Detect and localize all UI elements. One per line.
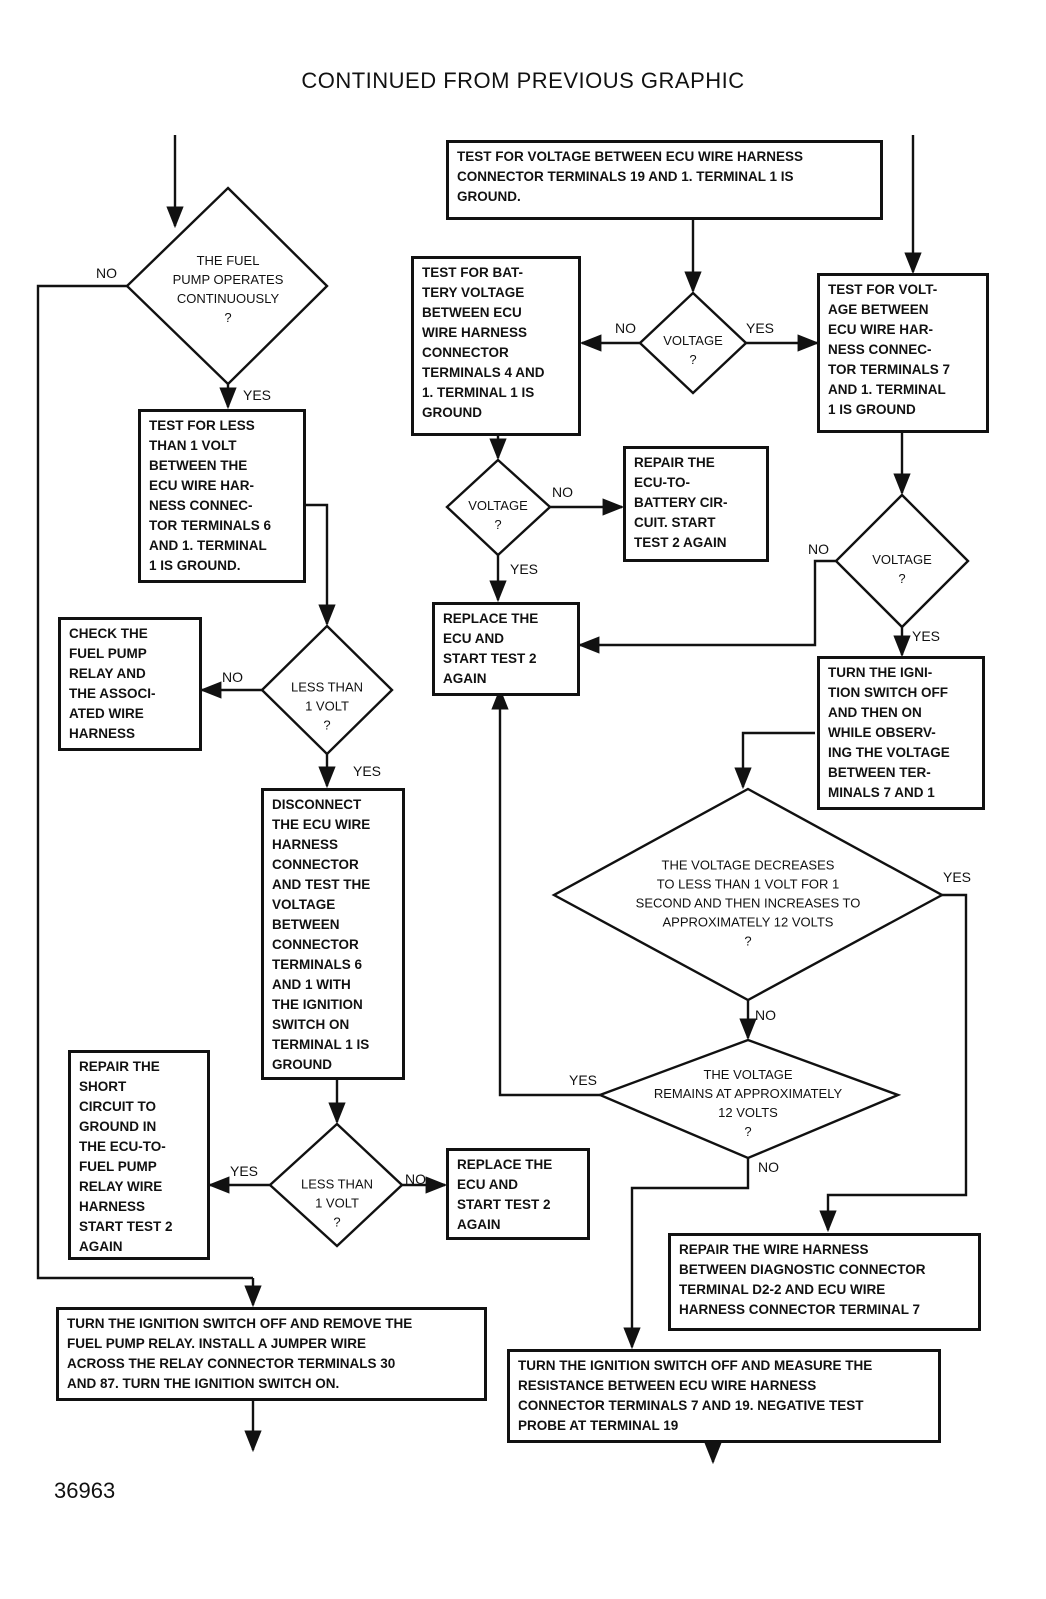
arrow-remains-no: [623, 1158, 750, 1350]
decision-less-1v-b-text: LESS THAN 1 VOLT ?: [300, 1176, 374, 1230]
label-less1v-b-no: NO: [405, 1171, 426, 1187]
label-voltage-left-yes: YES: [510, 561, 539, 577]
arrow-voltage-right-no: [577, 559, 836, 654]
box-repair-harness-d2: REPAIR THE WIRE HARNESS BETWEEN DIAGNOST…: [668, 1233, 981, 1331]
box-test-voltage-19-1: TEST FOR VOLTAGE BETWEEN ECU WIRE HARNES…: [446, 140, 883, 220]
box-disconnect-connector: DISCONNECT THE ECU WIRE HARNESS CONNECTO…: [261, 788, 405, 1080]
box-repair-ecu-battery: REPAIR THE ECU-TO- BATTERY CIR- CUIT. ST…: [623, 446, 769, 562]
page-header: CONTINUED FROM PREVIOUS GRAPHIC: [301, 68, 745, 93]
label-fuel-pump-no: NO: [96, 265, 117, 281]
label-less1v-a-no: NO: [222, 669, 243, 685]
box-test-battery-4-1: TEST FOR BAT- TERY VOLTAGE BETWEEN ECU W…: [411, 256, 581, 436]
decision-less-1v-a-text: LESS THAN 1 VOLT ?: [290, 679, 364, 733]
decision-voltage-top-diamond: [638, 291, 748, 395]
decision-voltage-right-text: VOLTAGE ?: [872, 552, 932, 586]
label-less1v-b-yes: YES: [230, 1163, 259, 1179]
box-repair-short: REPAIR THE SHORT CIRCUIT TO GROUND IN TH…: [68, 1050, 210, 1260]
box-replace-ecu-bottom: REPLACE THE ECU AND START TEST 2 AGAIN: [446, 1148, 590, 1240]
box-turn-ignition-observe: TURN THE IGNI- TION SWITCH OFF AND THEN …: [817, 656, 985, 810]
label-voltage-right-yes: YES: [912, 628, 941, 644]
label-voltage-left-no: NO: [552, 484, 573, 500]
decision-less-1v-b-diamond: [268, 1122, 404, 1248]
label-remains-yes: YES: [569, 1072, 598, 1088]
decision-voltage-remains-text: THE VOLTAGE REMAINS AT APPROXIMATELY 12 …: [653, 1067, 843, 1139]
label-voltage-top-no: NO: [615, 320, 636, 336]
label-decreases-no: NO: [755, 1007, 776, 1023]
decision-fuel-pump-text: THE FUEL PUMP OPERATES CONTINUOUSLY ?: [172, 253, 284, 325]
decision-voltage-left-text: VOLTAGE ?: [468, 498, 528, 532]
arrow-remains-yes: [491, 687, 600, 1097]
figure-number: 36963: [54, 1478, 116, 1503]
label-fuel-pump-yes: YES: [243, 387, 272, 403]
box-check-relay: CHECK THE FUEL PUMP RELAY AND THE ASSOCI…: [58, 617, 202, 751]
label-less1v-a-yes: YES: [353, 763, 382, 779]
decision-voltage-top-text: VOLTAGE ?: [663, 333, 723, 367]
box-measure-resistance: TURN THE IGNITION SWITCH OFF AND MEASURE…: [507, 1349, 941, 1443]
arrow-decreases-yes: [819, 893, 968, 1233]
label-remains-no: NO: [758, 1159, 779, 1175]
arrow-observe-to-decreases: [734, 731, 815, 790]
arrow-test6-to-less1v: [306, 503, 336, 627]
box-test-less-1v-6-1: TEST FOR LESS THAN 1 VOLT BETWEEN THE EC…: [138, 409, 306, 583]
label-voltage-right-no: NO: [808, 541, 829, 557]
decision-voltage-decreases-text: THE VOLTAGE DECREASES TO LESS THAN 1 VOL…: [635, 857, 861, 949]
box-test-voltage-7-1: TEST FOR VOLT- AGE BETWEEN ECU WIRE HAR-…: [817, 273, 989, 433]
label-voltage-top-yes: YES: [746, 320, 775, 336]
box-replace-ecu-mid: REPLACE THE ECU AND START TEST 2 AGAIN: [432, 602, 580, 696]
line-fuel-pump-no: [36, 284, 253, 1280]
label-decreases-yes: YES: [943, 869, 972, 885]
box-turn-off-remove-relay: TURN THE IGNITION SWITCH OFF AND REMOVE …: [56, 1307, 487, 1401]
